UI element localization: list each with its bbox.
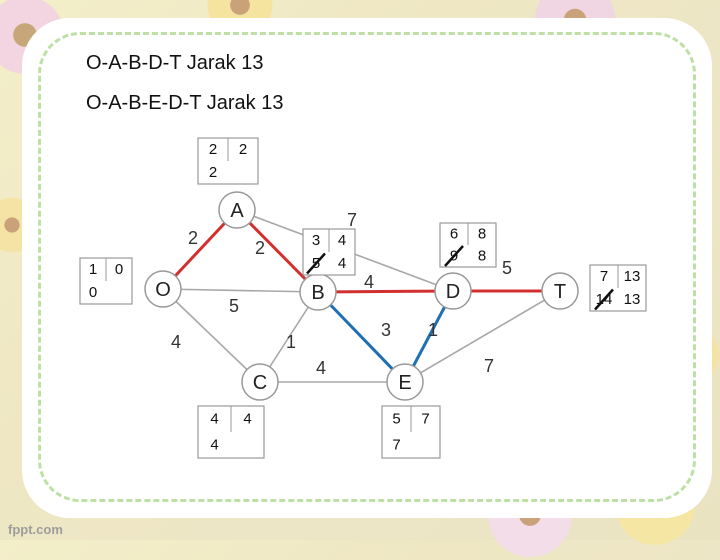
edge-weight-O-B: 5	[229, 296, 239, 316]
edge-weight-B-D: 4	[364, 272, 374, 292]
edge-weight-A-D: 7	[347, 210, 357, 230]
box-top-right-E: 7	[421, 411, 429, 428]
edge-weight-O-A: 2	[188, 228, 198, 248]
box-bottom-O: 0	[89, 284, 97, 301]
node-label-B: B	[311, 282, 324, 304]
label-box-D: 6889	[440, 223, 496, 267]
box-bottom-T: 13	[624, 291, 641, 308]
node-label-A: A	[230, 200, 244, 222]
node-T: T	[542, 273, 578, 309]
label-box-T: 7131314	[590, 265, 646, 311]
box-bottom-A: 2	[209, 164, 217, 181]
edge-weight-C-E: 4	[316, 358, 326, 378]
box-top-left-B: 3	[312, 232, 320, 249]
node-O: O	[145, 271, 181, 307]
box-top-left-E: 5	[392, 411, 400, 428]
node-E: E	[387, 364, 423, 400]
edge-weight-E-D: 1	[428, 320, 438, 340]
edge-B-E	[318, 292, 405, 382]
edge-weight-B-C: 1	[286, 332, 296, 352]
node-label-T: T	[554, 281, 566, 303]
box-top-right-C: 4	[243, 411, 251, 428]
box-bottom-C: 4	[210, 437, 218, 454]
label-box-E: 5 7 7	[382, 406, 440, 458]
label-box-C: 4 4 4	[198, 406, 264, 458]
box-top-right-D: 8	[478, 226, 486, 243]
box-top-left-C: 4	[210, 411, 218, 428]
box-bottom-D: 8	[478, 248, 486, 265]
box-bottom-B: 4	[338, 255, 346, 272]
node-D: D	[435, 273, 471, 309]
edge-O-B	[163, 289, 318, 292]
node-label-D: D	[446, 281, 460, 303]
box-top-left-A: 2	[209, 141, 217, 158]
label-box-A: 2 2 2	[198, 138, 258, 184]
edge-weight-E-T: 7	[484, 356, 494, 376]
label-box-O: 1 0 0	[80, 258, 132, 304]
edge-weight-O-C: 4	[171, 332, 181, 352]
node-B: B	[300, 274, 336, 310]
node-A: A	[219, 192, 255, 228]
edge-weight-B-E: 3	[381, 320, 391, 340]
edge-weight-A-B: 2	[255, 238, 265, 258]
node-label-C: C	[253, 372, 267, 394]
node-label-E: E	[398, 372, 411, 394]
box-top-left-D: 6	[450, 226, 458, 243]
box-top-left-T: 7	[600, 268, 608, 285]
node-C: C	[242, 364, 278, 400]
box-top-right-O: 0	[115, 261, 123, 278]
box-top-left-O: 1	[89, 261, 97, 278]
box-top-right-T: 13	[624, 268, 641, 285]
node-label-O: O	[155, 279, 171, 301]
label-box-B: 3445	[303, 229, 355, 275]
box-top-right-B: 4	[338, 232, 346, 249]
edge-weight-D-T: 5	[502, 258, 512, 278]
box-bottom-E: 7	[392, 437, 400, 454]
box-top-right-A: 2	[239, 141, 247, 158]
watermark: fppt.com	[8, 522, 63, 537]
edge-B-D	[318, 291, 453, 292]
